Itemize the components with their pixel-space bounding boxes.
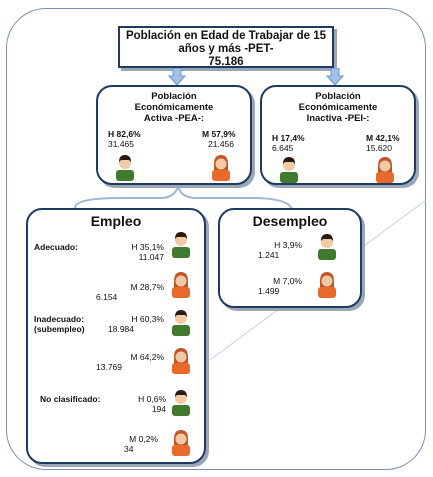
pea-female-pct: M 57,9% — [202, 129, 236, 139]
desempleo-male-pct: H 3,9% — [274, 240, 302, 250]
pei-female-count: 15.620 — [366, 143, 392, 153]
adecuado-male-pct: H 35,1% — [131, 242, 164, 252]
inadecuado-label-line2: (subempleo) — [34, 324, 85, 334]
desempleo-female-pct: M 7,0% — [273, 276, 302, 286]
desempleo-box: Desempleo H 3,9% 1.241 M 7,0% 1.499 — [218, 208, 362, 308]
inadecuado-male-stat: H 60,3% 18.984 — [88, 314, 164, 334]
female-person-icon — [318, 272, 336, 298]
empleo-title: Empleo — [90, 213, 142, 229]
desempleo-male-stat: H 3,9% 1.241 — [250, 240, 302, 260]
pei-title-1: Población — [315, 91, 361, 102]
inadecuado-female-pct: M 64,2% — [130, 352, 164, 362]
adecuado-label: Adecuado: — [34, 242, 78, 252]
pet-title-line1: Población en Edad de Trabajar de 15 — [125, 30, 327, 42]
pei-box: Población Económicamente Inactiva -PEI-:… — [260, 85, 416, 185]
pei-title-3: Inactiva -PEI-: — [306, 113, 370, 124]
male-person-icon — [172, 232, 190, 258]
pea-female-count: 21.456 — [208, 139, 234, 149]
pea-male-pct: H 82,6% — [108, 129, 141, 139]
female-person-icon — [172, 430, 190, 456]
desempleo-female-stat: M 7,0% 1.499 — [250, 276, 302, 296]
pei-male-count: 6.645 — [272, 143, 294, 153]
female-person-icon — [376, 157, 394, 183]
no-clasificado-female-stat: M 0,2% 34 — [112, 434, 158, 454]
pea-female-stat: M 57,9% 21.456 — [202, 129, 236, 149]
inadecuado-male-pct: H 60,3% — [131, 314, 164, 324]
pea-title-3: Activa -PEA-: — [143, 113, 205, 124]
empleo-box: Empleo Adecuado: H 35,1% 11.047 M 28,7% … — [26, 208, 206, 464]
pei-title-2: Económicamente — [298, 102, 378, 113]
inadecuado-label-line1: Inadecuado: — [34, 314, 85, 324]
no-clasificado-male-count: 194 — [151, 404, 166, 414]
pei-female-pct: M 42,1% — [366, 133, 400, 143]
pei-female-stat: M 42,1% 15.620 — [366, 133, 400, 153]
desempleo-female-count: 1.499 — [258, 286, 280, 296]
female-person-icon — [172, 348, 190, 374]
adecuado-female-pct: M 28,7% — [130, 282, 164, 292]
inadecuado-female-count: 13.769 — [96, 362, 122, 372]
adecuado-male-stat: H 35,1% 11.047 — [88, 242, 164, 262]
no-clasificado-male-pct: H 0,6% — [138, 394, 166, 404]
male-person-icon — [116, 155, 134, 181]
pea-box: Población Económicamente Activa -PEA-: H… — [96, 85, 252, 185]
inadecuado-female-stat: M 64,2% 13.769 — [88, 352, 164, 372]
adecuado-male-count: 11.047 — [138, 252, 164, 262]
pea-title-2: Económicamente — [134, 102, 214, 113]
male-person-icon — [172, 310, 190, 336]
no-clasificado-female-pct: M 0,2% — [129, 434, 158, 444]
adecuado-female-stat: M 28,7% 6.154 — [88, 282, 164, 302]
inadecuado-male-count: 18.984 — [108, 324, 134, 334]
pea-title-1: Población — [151, 91, 197, 102]
male-person-icon — [172, 390, 190, 416]
male-person-icon — [280, 157, 298, 183]
pea-male-count: 31.465 — [108, 139, 134, 149]
no-clasificado-label: No clasificado: — [40, 394, 101, 404]
pei-male-stat: H 17,4% 6.645 — [272, 133, 305, 153]
pet-box: Población en Edad de Trabajar de 15 años… — [118, 26, 334, 68]
desempleo-male-count: 1.241 — [258, 250, 280, 260]
female-person-icon — [212, 155, 230, 181]
adecuado-female-count: 6.154 — [96, 292, 118, 302]
desempleo-title: Desempleo — [252, 213, 328, 229]
no-clasificado-male-stat: H 0,6% 194 — [112, 394, 166, 414]
pet-value: 75.186 — [208, 56, 244, 68]
pea-male-stat: H 82,6% 31.465 — [108, 129, 141, 149]
male-person-icon — [318, 234, 336, 260]
female-person-icon — [172, 272, 190, 298]
pei-male-pct: H 17,4% — [272, 133, 305, 143]
inadecuado-label: Inadecuado: (subempleo) — [34, 314, 85, 334]
arrow-down-icon — [168, 68, 186, 86]
no-clasificado-female-count: 34 — [124, 444, 134, 454]
arrow-down-icon — [326, 68, 344, 86]
pet-title-line2: años y más -PET- — [178, 43, 274, 55]
